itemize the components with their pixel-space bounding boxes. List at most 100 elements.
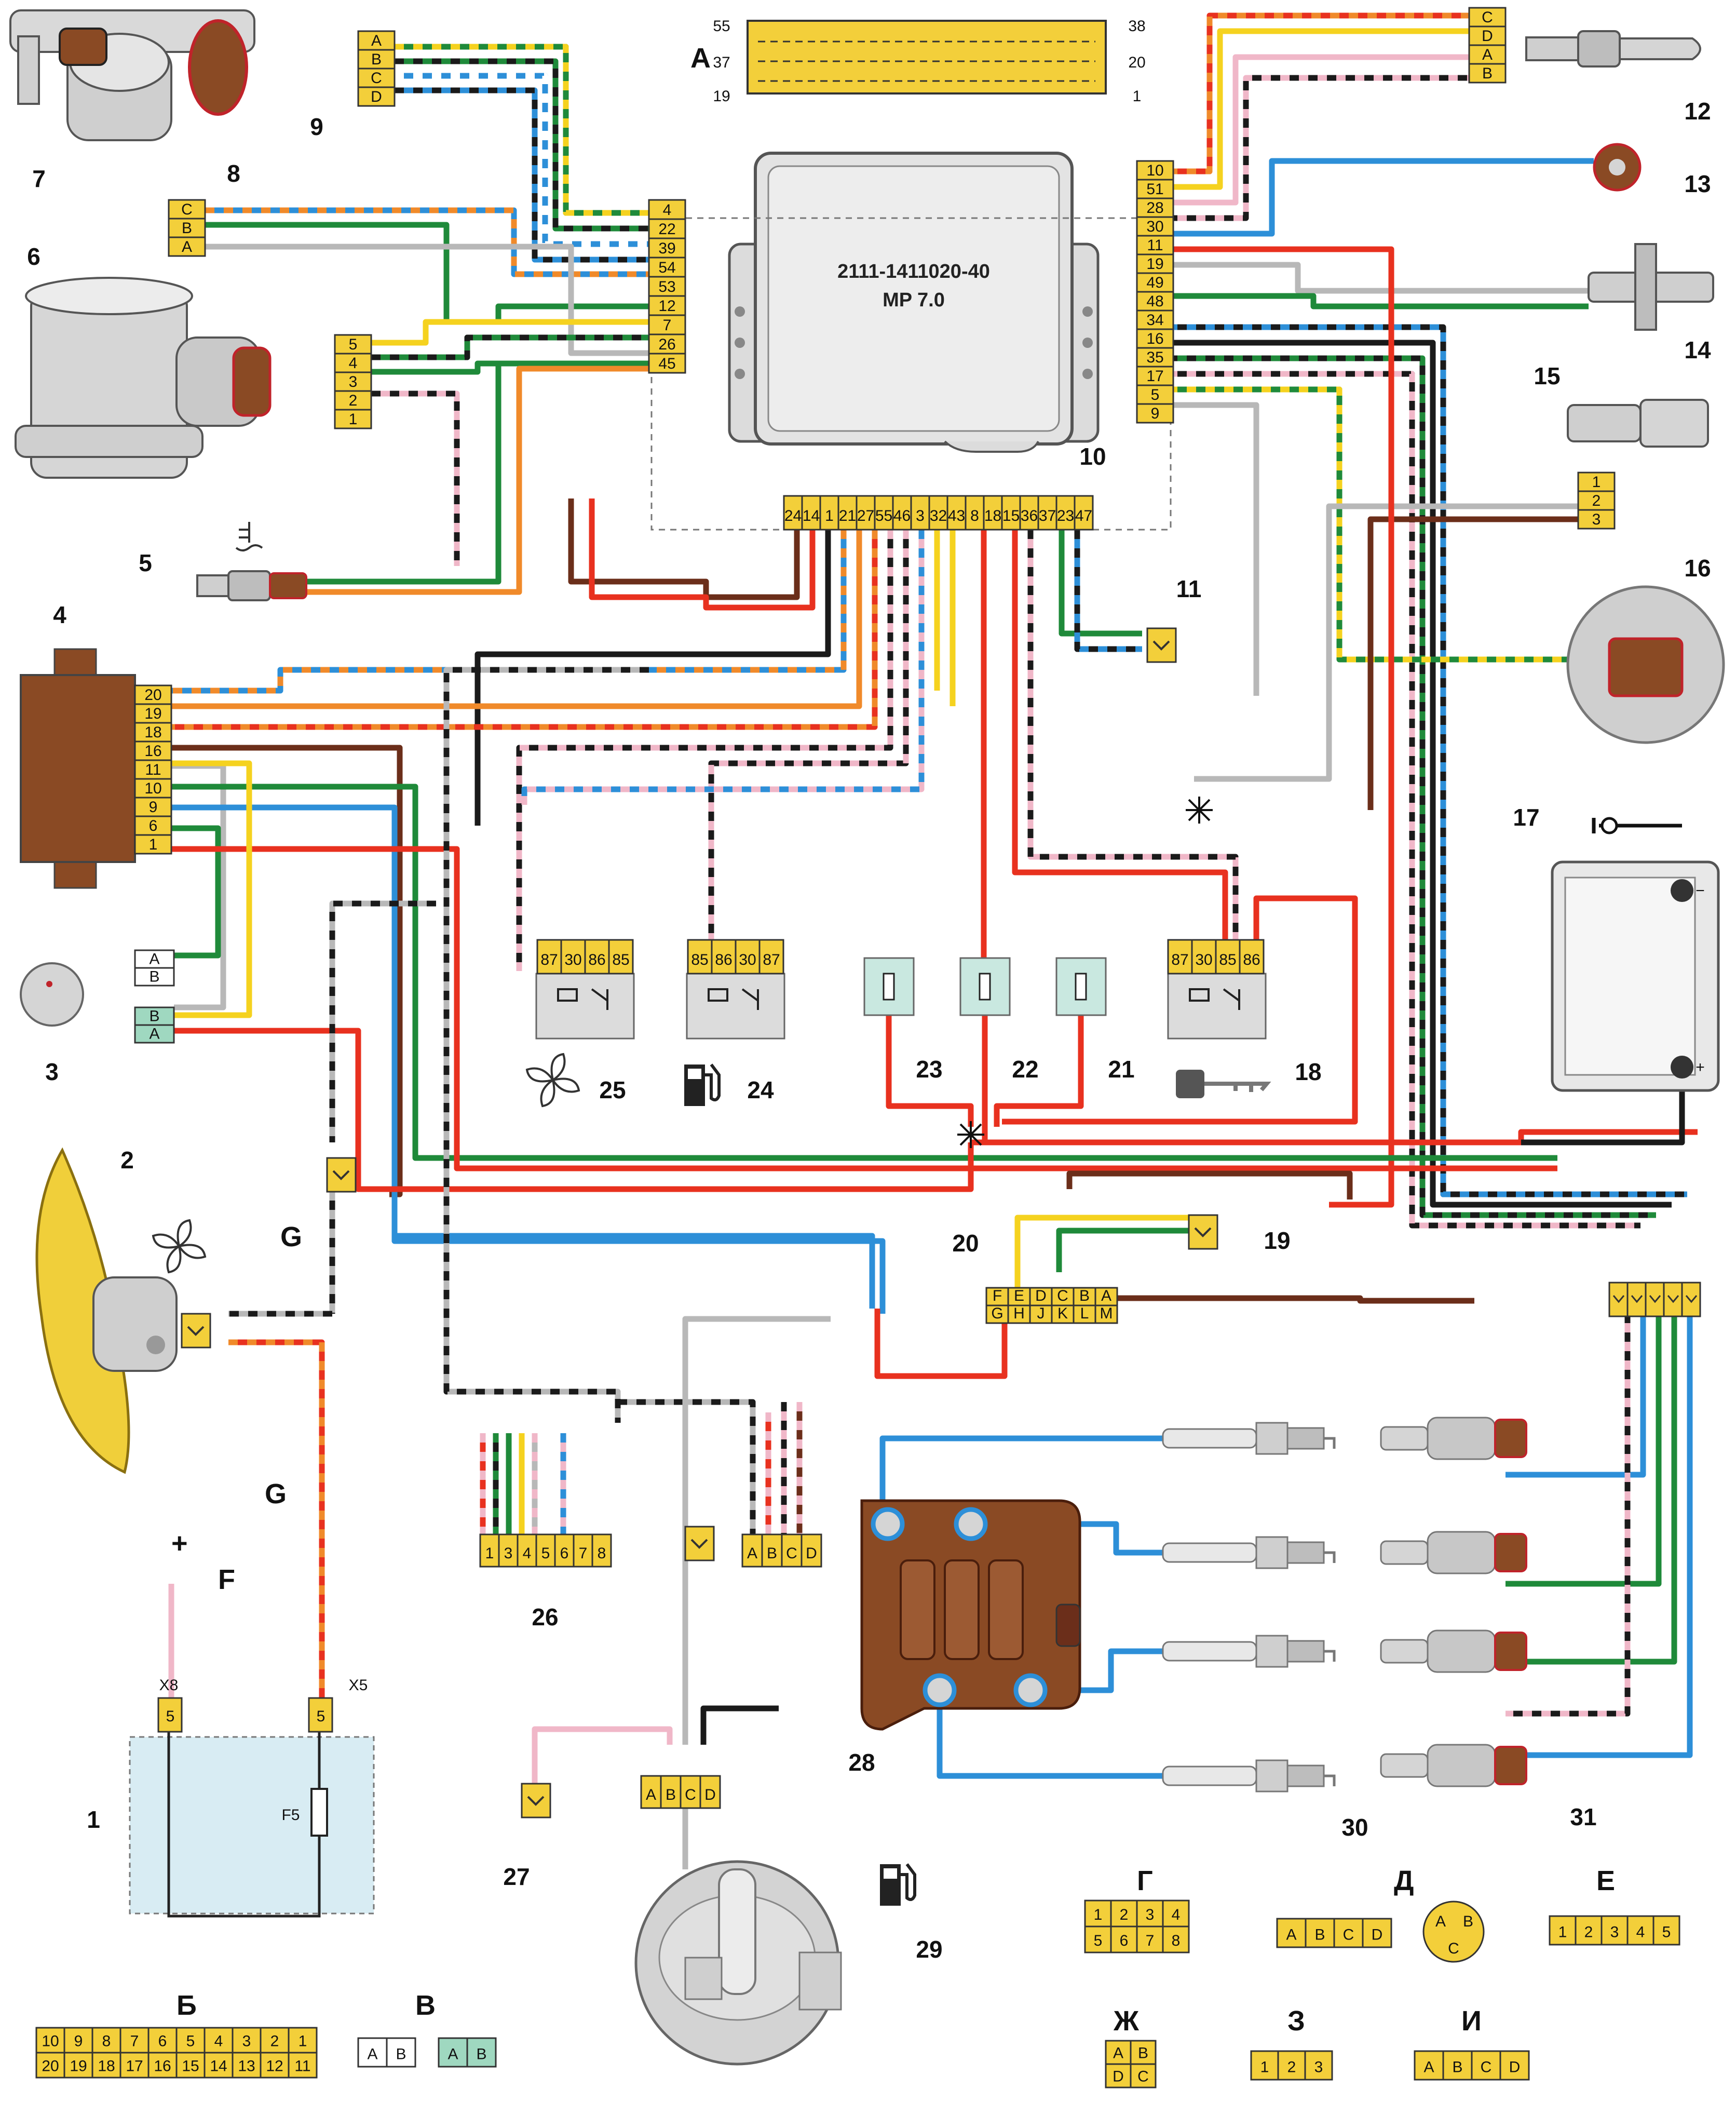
sensor3-connector-white-pin-label: A xyxy=(149,951,159,968)
wire-inj-4 xyxy=(1168,371,1640,1229)
ecu-bottom-connector-pin xyxy=(892,495,912,531)
wire-brown-20 xyxy=(1066,1170,1353,1200)
ecu-right-connector-pin-label: 11 xyxy=(1147,237,1163,254)
fuel-injector xyxy=(1380,1417,1527,1460)
throttle-connector-pin-label: C xyxy=(371,70,382,87)
lambda-connector-pin-label: D xyxy=(1482,28,1493,45)
coolant-temperature-sensor xyxy=(196,522,307,601)
legend-i-row-pin-label: C xyxy=(1481,2059,1492,2076)
ecu-bottom-connector-pin xyxy=(856,495,876,531)
part-label-27: 27 xyxy=(503,1863,530,1890)
connector-20-top-pin-label: A xyxy=(1101,1287,1111,1304)
legend-v-green-pin-label: A xyxy=(447,2046,458,2063)
connector-pump-pin-label: D xyxy=(704,1786,716,1803)
connector-26-pin-label: 7 xyxy=(579,1545,588,1562)
ecu-left-connector-pin xyxy=(648,257,686,278)
knock-sensor xyxy=(1593,143,1642,192)
connector-pump-pin xyxy=(640,1775,662,1809)
fuse-box-1 xyxy=(129,1729,375,1918)
legend-g-top-pin-label: 4 xyxy=(1172,1906,1181,1923)
ecu-left-connector-pin-label: 22 xyxy=(658,221,675,238)
legend-zh-bottom-pin xyxy=(1105,2063,1132,2088)
legend-b-top-pin xyxy=(204,2027,234,2054)
legend-b-bottom-pin xyxy=(147,2052,178,2079)
speed-connector: 123 xyxy=(1577,471,1616,530)
legend-g-top-pin-label: 2 xyxy=(1120,1906,1129,1923)
ecu-model: MP 7.0 xyxy=(883,289,945,311)
wire-relay-25b xyxy=(589,498,816,611)
wire-maf-4 xyxy=(371,334,649,360)
lambda-connector-pin-label: A xyxy=(1482,46,1493,63)
wire-module-9 xyxy=(143,804,886,1314)
wire-inj-1 xyxy=(1168,324,1687,1197)
sensor3-connector-green-pin xyxy=(134,1024,175,1044)
legend-b-top-pin-label: 4 xyxy=(214,2033,223,2050)
wire-ctemp-2 xyxy=(306,366,649,595)
legend-d-title: Д xyxy=(1394,1865,1414,1896)
throttle-connector-pin-label: B xyxy=(371,51,382,68)
connector-abcd-pin xyxy=(761,1533,783,1568)
legend-e-row-pin xyxy=(1652,1915,1680,1946)
connector-20-top-pin-label: D xyxy=(1035,1287,1047,1304)
connector-pump-pin-label: B xyxy=(666,1786,676,1803)
tps-connector-pin xyxy=(168,236,206,257)
pin-38: 38 xyxy=(1128,18,1145,35)
wire-speed-2 xyxy=(1194,503,1594,782)
wire-inj-3 xyxy=(1168,355,1656,1218)
connector-20-top-pin xyxy=(1051,1287,1075,1306)
ecu-bottom-connector-pin xyxy=(928,495,948,531)
part-label-5: 5 xyxy=(139,549,152,576)
module-connector-pin xyxy=(134,797,172,817)
ecu-right-connector-pin xyxy=(1136,291,1174,312)
legend-b-bottom-pin-label: 17 xyxy=(126,2058,143,2075)
relay-24-pins-pin-label: 87 xyxy=(763,951,780,968)
speed-connector-pin-label: 3 xyxy=(1592,511,1601,528)
fuse-21 xyxy=(1055,957,1107,1016)
ecu-left-connector-pin-label: 45 xyxy=(658,355,675,372)
connector-20-bottom-pin-label: K xyxy=(1057,1305,1068,1322)
tps-connector: CBA xyxy=(168,199,206,257)
ecu-right-connector-pin xyxy=(1136,179,1174,199)
ecu-bottom-connector-pin xyxy=(1055,495,1076,531)
ecu-right-connector-pin xyxy=(1136,272,1174,293)
legend-g-top-pin-label: 3 xyxy=(1146,1906,1155,1923)
legend-b-bottom-pin xyxy=(63,2052,93,2079)
wire-throttle-a xyxy=(395,44,649,216)
legend-v-white-pin xyxy=(386,2037,416,2068)
part-label-12: 12 xyxy=(1684,98,1711,125)
maf-connector-pin-label: 4 xyxy=(349,355,358,372)
legend-b-top-pin-label: 8 xyxy=(102,2033,111,2050)
connector-abcd-pin-label: B xyxy=(767,1545,777,1562)
wire-pump-ground xyxy=(700,1705,779,1745)
tps-connector-pin-label: B xyxy=(182,220,192,237)
lambda-connector-pin xyxy=(1468,7,1507,28)
connector-20-top-pin-label: C xyxy=(1057,1287,1068,1304)
pin-1: 1 xyxy=(1133,88,1142,105)
fuse-pin-x8: 5 xyxy=(166,1708,175,1725)
legend-e-row-pin-label: 5 xyxy=(1662,1924,1671,1941)
module-connector-pin-label: 1 xyxy=(149,836,158,853)
relay-24-pins-pin-label: 86 xyxy=(715,951,732,968)
wire-idle xyxy=(1168,386,1609,663)
legend-zh-top-pin xyxy=(1130,2040,1157,2065)
ecu-bottom-connector-pin-label: 14 xyxy=(803,507,820,524)
pin-55: 55 xyxy=(713,18,730,35)
connector-26-pin-label: 5 xyxy=(541,1545,550,1562)
wire-19-20b xyxy=(1014,1215,1189,1288)
ecu-right-connector-pin xyxy=(1136,366,1174,386)
connector-20-bottom-pin xyxy=(1094,1304,1118,1324)
connector-20-top-pin-label: F xyxy=(993,1287,1002,1304)
connector-20-bottom-pin-label: G xyxy=(991,1305,1003,1322)
label-f5: F5 xyxy=(281,1807,300,1824)
legend-z-row-pin-label: 1 xyxy=(1260,2059,1269,2076)
part-label-9: 9 xyxy=(310,113,323,140)
legend-zh-title: Ж xyxy=(1113,2005,1140,2037)
module-connector-pin-label: 19 xyxy=(144,705,161,722)
sensor-3 xyxy=(20,962,84,1027)
legend-g-top-pin xyxy=(1162,1899,1190,1928)
legend-b-bottom-pin-label: 19 xyxy=(70,2058,87,2075)
legend-b-top-pin-label: 5 xyxy=(186,2033,195,2050)
